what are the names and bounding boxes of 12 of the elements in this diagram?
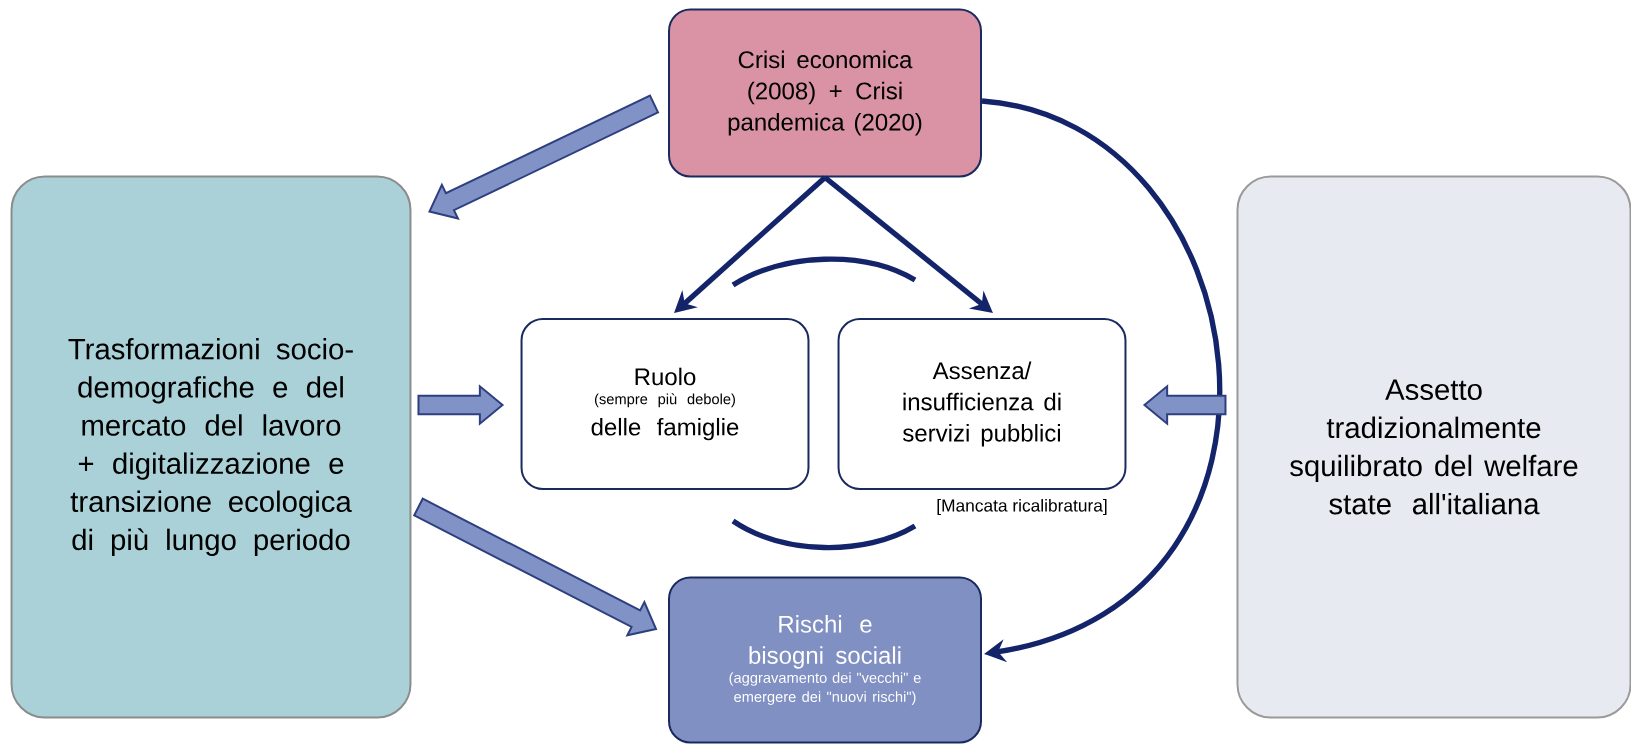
arc-line [731,256,917,288]
block-arrow [417,384,505,426]
process-box: Assenza/ insufficienza di servizi pubblici [837,318,1127,490]
block-arrow [428,94,660,220]
arrow [981,98,1222,663]
process-box: Trasformazioni socio-demografiche e del mercato del lavoro + digitalizzazione e transizione ecologica di più lungo periodo [10,175,412,719]
arc-line [731,518,917,551]
process-box: Assetto tradizionalmente squilibrato del welfare state all'italiana [1236,175,1631,719]
block-arrow [1142,384,1227,426]
process-box: Ruolo (sempre più debole) delle famiglie [520,318,810,490]
process-box: Rischi e bisogni sociali (aggravamento dei "vecchi" e emergere dei "nuovi rischi") [668,576,982,744]
process-box: Crisi economica (2008) + Crisi pandemica (2020) [668,8,982,178]
